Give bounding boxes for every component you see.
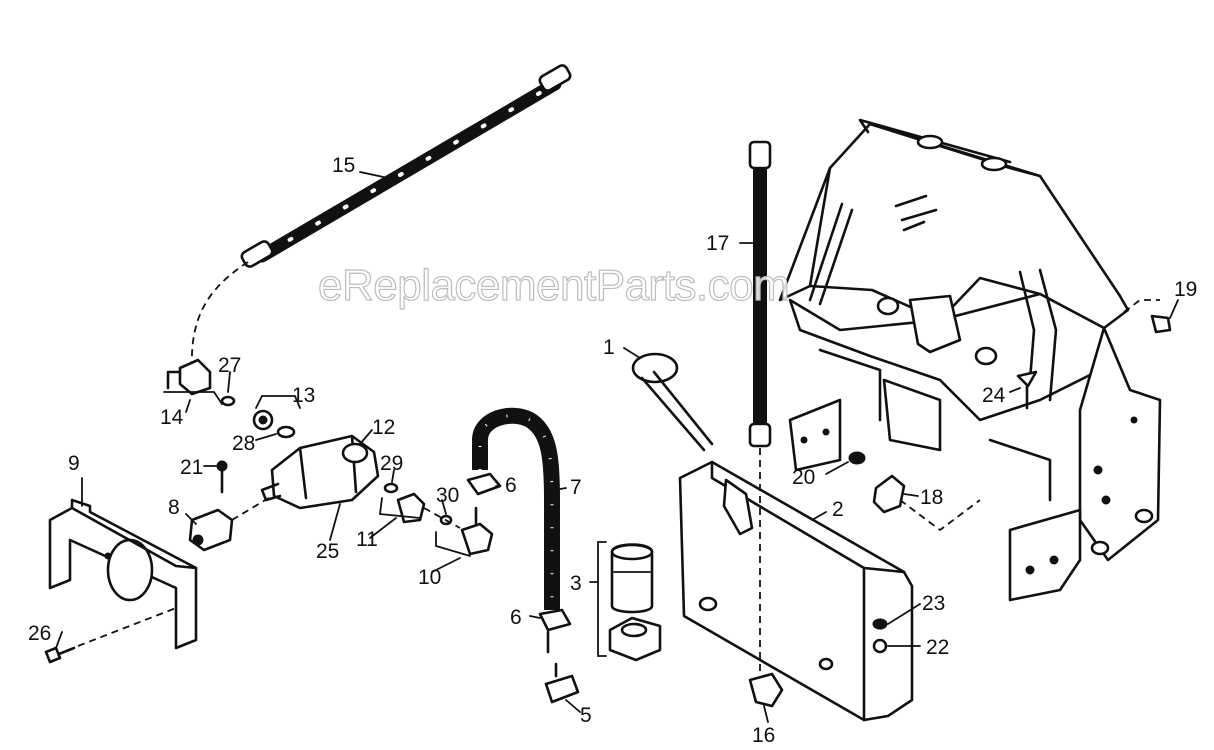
callout-28: 28 xyxy=(232,432,255,455)
callout-5: 5 xyxy=(580,704,592,727)
callout-3: 3 xyxy=(570,572,582,595)
clamp-18 xyxy=(872,474,981,532)
callout-24: 24 xyxy=(982,384,1006,407)
nut-23 xyxy=(872,618,888,630)
loader-frame xyxy=(778,118,1162,602)
elbow-10 xyxy=(423,506,494,557)
bolt-21 xyxy=(216,460,228,494)
callout-25: 25 xyxy=(316,540,339,563)
callout-18: 18 xyxy=(920,486,943,509)
hydraulic-pump-12 xyxy=(260,434,380,510)
callout-12: 12 xyxy=(372,416,395,439)
bolt-26 xyxy=(44,607,177,664)
callout-17: 17 xyxy=(706,232,729,255)
hose-clamp-6-lower xyxy=(538,608,572,654)
o-ring-27 xyxy=(220,395,236,407)
callout-10: 10 xyxy=(418,566,441,589)
callout-14: 14 xyxy=(160,406,184,429)
callout-2: 2 xyxy=(832,498,844,521)
callout-22: 22 xyxy=(926,636,949,659)
callout-1: 1 xyxy=(603,336,615,359)
filter-assembly-3 xyxy=(597,541,662,662)
callout-6-lower: 6 xyxy=(510,606,522,629)
callout-15: 15 xyxy=(332,154,355,177)
callout-30: 30 xyxy=(436,484,459,507)
adapter-13 xyxy=(252,395,301,431)
adapter-11 xyxy=(379,492,426,524)
suction-hose-7 xyxy=(472,407,560,610)
pump-shield-9 xyxy=(48,498,198,650)
callout-20: 20 xyxy=(792,466,815,489)
callout-19: 19 xyxy=(1174,278,1197,301)
callout-16: 16 xyxy=(752,724,775,747)
nut-20 xyxy=(848,451,866,465)
fitting-16 xyxy=(748,672,784,708)
return-hose-17 xyxy=(748,140,772,672)
elbow-5 xyxy=(544,662,580,704)
callout-8: 8 xyxy=(168,496,180,519)
watermark-text: eReplacementParts.com xyxy=(318,261,789,310)
bolt-19 xyxy=(1123,299,1172,334)
o-ring-28 xyxy=(276,425,296,439)
callout-21: 21 xyxy=(180,456,203,479)
o-ring-29 xyxy=(383,482,399,494)
fitting-14 xyxy=(163,358,223,405)
leader-lines xyxy=(55,171,1179,723)
coupler-8 xyxy=(188,495,273,552)
callout-9: 9 xyxy=(68,452,80,475)
callout-6-upper: 6 xyxy=(505,474,517,497)
callout-labels: 1 2 3 5 6 6 7 8 9 10 11 12 13 14 15 16 1… xyxy=(28,154,1197,747)
callout-29: 29 xyxy=(380,452,403,475)
dipstick-cap-1 xyxy=(631,352,714,452)
callout-13: 13 xyxy=(292,384,315,407)
callout-7: 7 xyxy=(570,476,582,499)
hose-clamp-6-upper xyxy=(466,472,502,496)
callout-26: 26 xyxy=(28,622,51,645)
washer-22 xyxy=(872,638,888,654)
callout-27: 27 xyxy=(218,354,241,377)
callout-11: 11 xyxy=(356,528,378,551)
callout-23: 23 xyxy=(922,592,945,615)
bolt-24 xyxy=(1016,370,1038,410)
hydraulic-hose-15 xyxy=(190,64,572,371)
hydraulic-tank-2 xyxy=(678,460,914,722)
